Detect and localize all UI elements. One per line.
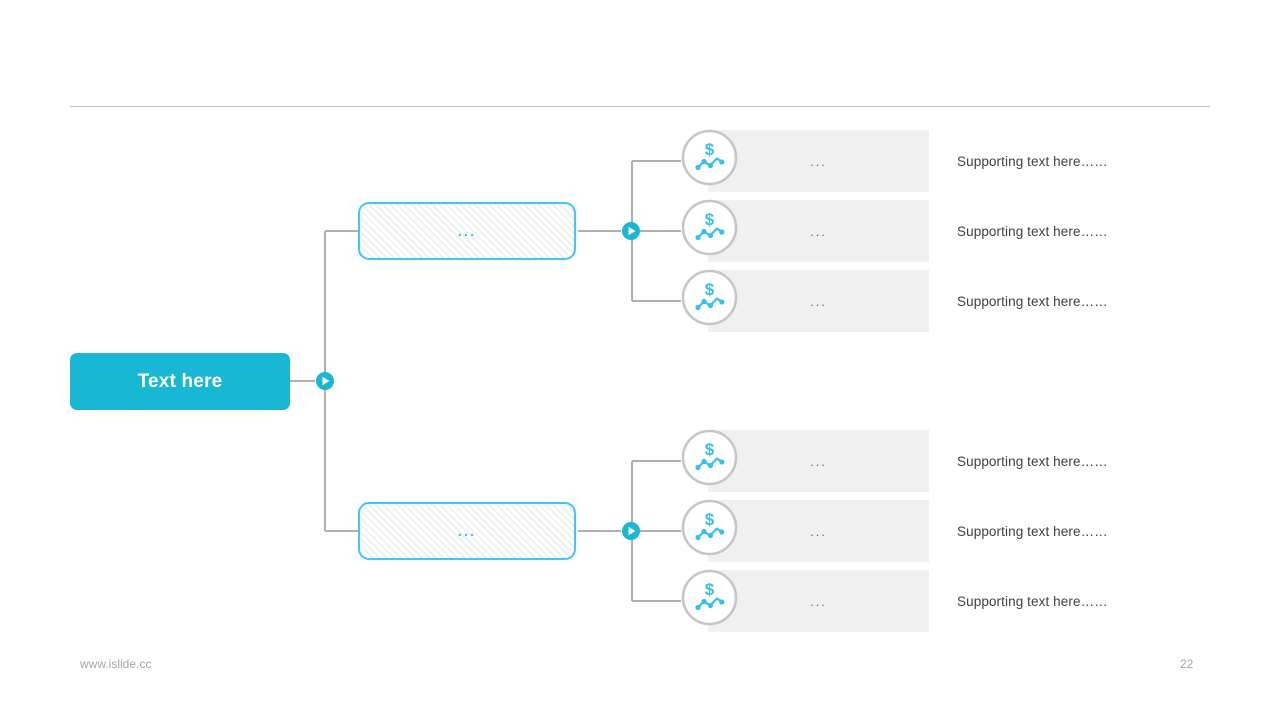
leaf-bar-label: ... xyxy=(810,593,827,609)
leaf-bar-label: ... xyxy=(810,153,827,169)
play-node-branch-1[interactable] xyxy=(621,221,641,241)
branch-box-2[interactable]: ... xyxy=(358,502,576,560)
leaf-bar xyxy=(708,270,929,332)
money-chart-icon: $ xyxy=(681,499,738,556)
root-node-label: Text here xyxy=(137,370,223,392)
leaf-bar-label: ... xyxy=(810,523,827,539)
money-chart-icon: $ xyxy=(681,199,738,256)
money-chart-icon: $ xyxy=(681,569,738,626)
leaf-supporting-text: Supporting text here…… xyxy=(957,153,1108,169)
leaf-bar xyxy=(708,570,929,632)
leaf-supporting-text: Supporting text here…… xyxy=(957,223,1108,239)
page-number: 22 xyxy=(1180,657,1194,671)
svg-text:$: $ xyxy=(705,280,715,299)
leaf-bar xyxy=(708,430,929,492)
header-divider xyxy=(70,106,1210,107)
leaf-bar xyxy=(708,200,929,262)
play-node-root[interactable] xyxy=(315,371,335,391)
leaf-bar-label: ... xyxy=(810,293,827,309)
branch-box-1[interactable]: ... xyxy=(358,202,576,260)
leaf-supporting-text: Supporting text here…… xyxy=(957,593,1108,609)
svg-text:$: $ xyxy=(705,510,715,529)
leaf-bar xyxy=(708,130,929,192)
leaf-supporting-text: Supporting text here…… xyxy=(957,523,1108,539)
leaf-supporting-text: Supporting text here…… xyxy=(957,453,1108,469)
svg-text:$: $ xyxy=(705,140,715,159)
leaf-bar-label: ... xyxy=(810,223,827,239)
branch-box-2-label: ... xyxy=(457,522,477,540)
money-chart-icon: $ xyxy=(681,429,738,486)
leaf-bar xyxy=(708,500,929,562)
footer-url[interactable]: www.islide.cc xyxy=(80,657,152,671)
money-chart-icon: $ xyxy=(681,269,738,326)
leaf-bar-label: ... xyxy=(810,453,827,469)
play-node-branch-2[interactable] xyxy=(621,521,641,541)
svg-text:$: $ xyxy=(705,210,715,229)
root-node-box[interactable]: Text here xyxy=(70,353,290,410)
svg-text:$: $ xyxy=(705,580,715,599)
leaf-supporting-text: Supporting text here…… xyxy=(957,293,1108,309)
branch-box-1-label: ... xyxy=(457,222,477,240)
svg-text:$: $ xyxy=(705,440,715,459)
money-chart-icon: $ xyxy=(681,129,738,186)
